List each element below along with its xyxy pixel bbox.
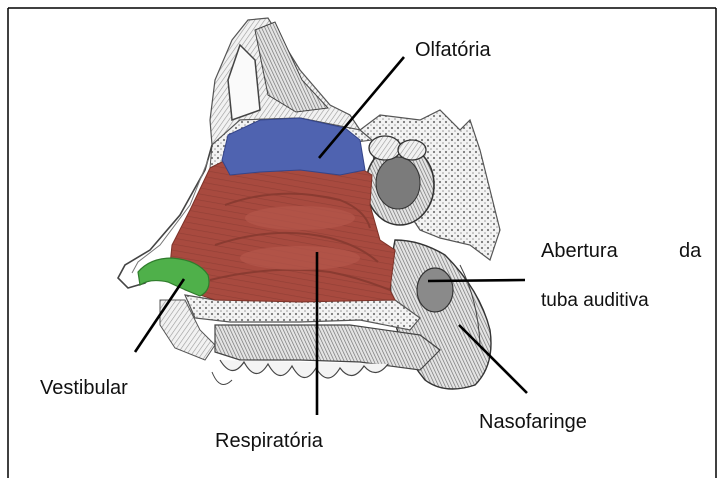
palate-and-teeth (160, 295, 440, 385)
sphenoid-region (360, 110, 500, 260)
label-olfatoria: Olfatória (415, 40, 491, 60)
leader-line-abertura (428, 280, 525, 281)
label-abertura: Abertura (541, 241, 618, 261)
label-tuba-auditiva: tuba auditiva (541, 291, 649, 310)
label-nasofaringe: Nasofaringe (479, 412, 587, 432)
label-da: da (679, 241, 701, 261)
label-vestibular: Vestibular (40, 378, 128, 398)
label-respiratoria: Respiratória (215, 431, 323, 451)
